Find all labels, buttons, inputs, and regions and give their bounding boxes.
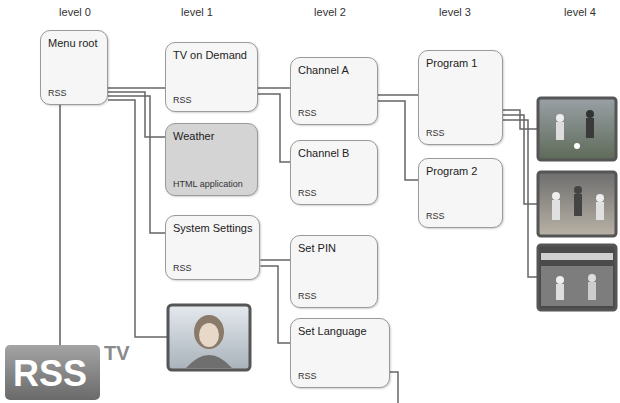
box-type: RSS: [298, 188, 370, 199]
level-heading: level 3: [439, 6, 471, 18]
level-heading: level 1: [181, 6, 213, 18]
box-title: Set PIN: [298, 242, 370, 255]
box-type: RSS: [298, 371, 382, 382]
menu-link: [260, 266, 290, 343]
menu-link: [378, 94, 418, 96]
menu-link: [108, 92, 165, 137]
level-heading: level 0: [59, 6, 91, 18]
menu-link: [260, 259, 290, 261]
picture-link: [108, 100, 168, 337]
box-type: RSS: [426, 128, 495, 139]
box-title: System Settings: [173, 222, 252, 235]
box-type: RSS: [48, 88, 100, 99]
box-title: Program 2: [426, 165, 495, 178]
box-title: TV on Demand: [173, 49, 250, 62]
menu-box: Channel A RSS: [290, 57, 378, 125]
menu-box: Program 2 RSS: [418, 158, 503, 228]
continuation-line: [390, 372, 398, 403]
menu-box: System SettingsRSS: [165, 215, 260, 280]
box-type: RSS: [298, 108, 370, 119]
presenter-picture: [168, 305, 250, 370]
menu-link: [258, 87, 290, 89]
box-title: Menu root: [48, 37, 100, 50]
logo-badge: [5, 345, 100, 400]
box-title: Channel A: [298, 64, 370, 77]
menu-box: Set LanguageRSS: [290, 318, 390, 388]
video-thumbnail: [538, 245, 616, 310]
level-heading: level 4: [564, 6, 596, 18]
video-link: [503, 120, 538, 277]
video-thumbnail: [538, 172, 616, 236]
box-type: RSS: [426, 211, 495, 222]
box-title: Program 1: [426, 57, 495, 70]
box-title: Channel B: [298, 147, 370, 160]
menu-box: Program 1 RSS: [418, 50, 503, 145]
menu-link: [378, 101, 418, 180]
menu-box: Menu rootRSS: [40, 30, 108, 105]
menu-link: [108, 96, 165, 233]
box-type: RSS: [173, 95, 250, 106]
level-heading: level 2: [314, 6, 346, 18]
menu-link: [108, 87, 165, 89]
logo-superscript: TV: [104, 342, 130, 364]
logo-text: RSS: [13, 354, 87, 394]
box-type: RSS: [298, 291, 370, 302]
menu-box: Set PIN RSS: [290, 235, 378, 308]
box-title: Set Language: [298, 325, 382, 338]
menu-box: TV on DemandRSS: [165, 42, 258, 112]
application-box: WeatherHTML application: [165, 123, 258, 196]
box-type: RSS: [173, 263, 252, 274]
box-type: HTML application: [173, 179, 250, 190]
menu-link: [258, 94, 290, 162]
video-thumbnail: [538, 98, 616, 160]
video-link: [503, 115, 538, 204]
box-title: Weather: [173, 130, 250, 143]
trunk-line: [59, 105, 61, 345]
menu-box: Channel B RSS: [290, 140, 378, 205]
